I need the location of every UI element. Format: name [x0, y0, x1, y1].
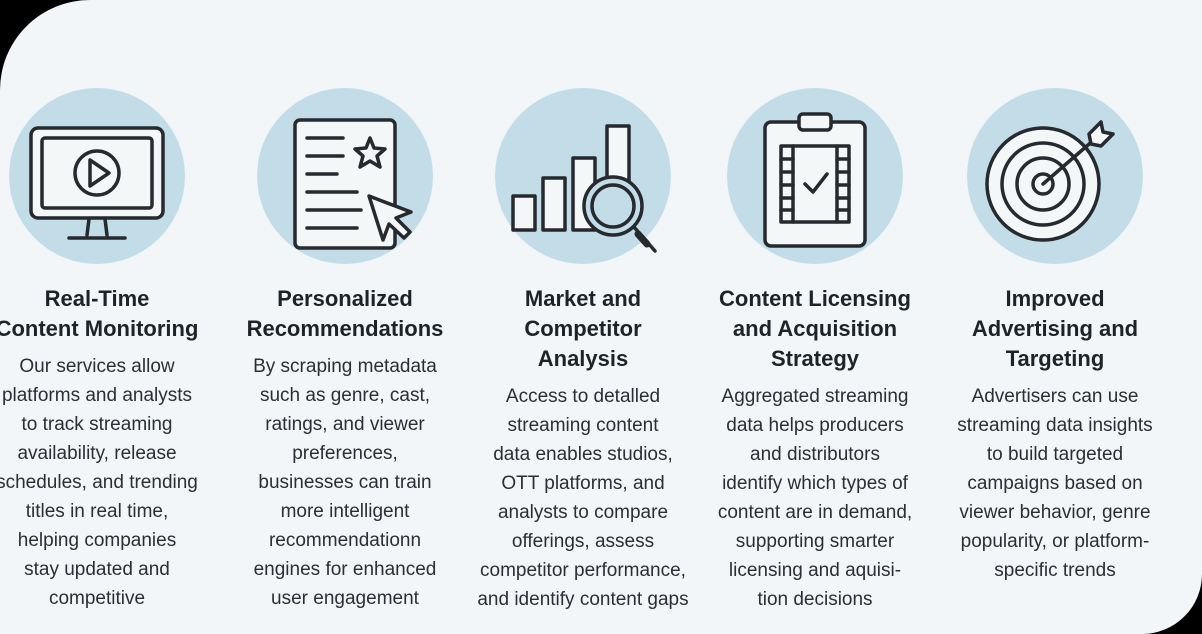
desc-line: streaming data insights [957, 415, 1153, 436]
title-line: Recommendations [246, 316, 444, 341]
feature-title: Improved Advertising and Targeting [935, 284, 1175, 374]
desc-line: competitor performance, [480, 560, 686, 581]
desc-line: data helps producers [726, 415, 904, 436]
feature-market-competitor-analysis: Market and Competitor Analysis Access to… [463, 0, 703, 634]
feature-title: Real-Time Content Monitoring [0, 284, 217, 344]
icon-circle [257, 88, 433, 264]
monitor-play-icon [29, 126, 165, 240]
icon-circle [495, 88, 671, 264]
feature-description: Our services allow platforms and analyst… [0, 352, 217, 613]
feature-personalized-recommendations: Personalized Recommendations By scraping… [225, 0, 465, 634]
desc-line: content are in demand, [717, 502, 913, 523]
desc-line: stay updated and [24, 559, 170, 580]
feature-title: Personalized Recommendations [225, 284, 465, 344]
desc-line: Advertisers can use [971, 386, 1139, 407]
desc-line: OTT platforms, and [501, 473, 665, 494]
bar-chart-magnifier-icon [511, 124, 657, 253]
desc-line: engines for enhanced [253, 559, 437, 580]
desc-line: By scraping metadata [253, 356, 437, 377]
desc-line: competitive [48, 588, 146, 609]
desc-line: Our services allow [19, 356, 175, 377]
feature-description: Aggregated streaming data helps producer… [695, 382, 935, 614]
title-line: Improved [1005, 286, 1105, 311]
icon-circle [967, 88, 1143, 264]
title-line: Competitor [524, 316, 642, 341]
desc-line: titles in real time, [25, 501, 169, 522]
clipboard-film-check-icon [763, 112, 867, 248]
desc-line: ratings, and viewer [265, 414, 425, 435]
desc-line: and distributors [750, 444, 880, 465]
desc-line: tion decisions [757, 589, 873, 610]
desc-line: campaigns based on [967, 473, 1143, 494]
desc-line: data enables studios, [493, 444, 673, 465]
feature-title: Content Licensing and Acquisition Strate… [695, 284, 935, 374]
desc-line: popularity, or platform- [960, 531, 1150, 552]
desc-line: schedules, and trending [0, 472, 198, 493]
desc-line: Access to detalled [505, 386, 661, 407]
desc-line: recommendationn [268, 530, 422, 551]
desc-line: availability, release [17, 443, 177, 464]
desc-line: Aggregated streaming [721, 386, 909, 407]
title-line: Content Monitoring [0, 316, 199, 341]
feature-description: Access to detalled streaming content dat… [463, 382, 703, 614]
icon-circle [727, 88, 903, 264]
desc-line: offerings, assess [511, 531, 655, 552]
desc-line: viewer behavior, genre [959, 502, 1151, 523]
feature-title: Market and Competitor Analysis [463, 284, 703, 374]
title-line: Strategy [770, 346, 860, 371]
target-arrow-icon [985, 120, 1115, 242]
title-line: Real-Time [44, 286, 150, 311]
desc-line: analysts to compare [497, 502, 669, 523]
title-line: Analysis [537, 346, 629, 371]
desc-line: helping companies [17, 530, 177, 551]
title-line: Targeting [1005, 346, 1105, 371]
feature-description: Advertisers can use streaming data insig… [935, 382, 1175, 585]
title-line: Advertising and [971, 316, 1139, 341]
desc-line: supporting smarter [735, 531, 895, 552]
feature-advertising-targeting: Improved Advertising and Targeting Adver… [935, 0, 1175, 634]
title-line: Content Licensing [719, 286, 911, 311]
desc-line: streaming content [507, 415, 659, 436]
desc-line: specific trends [994, 560, 1116, 581]
feature-description: By scraping metadata such as genre, cast… [225, 352, 465, 613]
title-line: and Acquisition [732, 316, 898, 341]
desc-line: and identify content gaps [477, 589, 689, 610]
desc-line: to track streaming [21, 414, 173, 435]
desc-line: platforms and analysts [1, 385, 193, 406]
title-line: Personalized [277, 286, 413, 311]
icon-circle [9, 88, 185, 264]
feature-real-time-monitoring: Real-Time Content Monitoring Our service… [0, 0, 217, 634]
desc-line: identify which types of [722, 473, 908, 494]
desc-line: to build targeted [986, 444, 1124, 465]
desc-line: more intelligent [280, 501, 410, 522]
title-line: Market and [524, 286, 642, 311]
desc-line: user engagement [271, 588, 419, 609]
desc-line: preferences, [292, 443, 398, 464]
desc-line: such as genre, cast, [259, 385, 431, 406]
desc-line: businesses can train [258, 472, 432, 493]
desc-line: licensing and aquisi- [728, 560, 902, 581]
feature-content-licensing: Content Licensing and Acquisition Strate… [695, 0, 935, 634]
document-star-cursor-icon [293, 118, 413, 250]
